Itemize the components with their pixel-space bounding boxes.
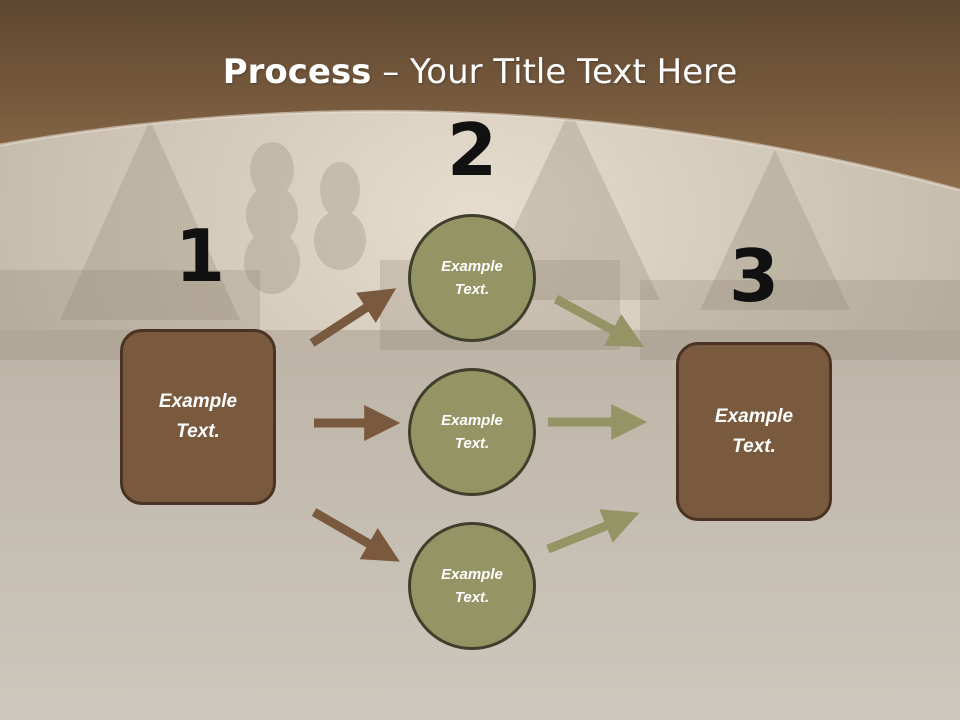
- circle-top-text: Example Text.: [441, 258, 503, 298]
- step-number-3: 3: [728, 234, 780, 318]
- slide-title: Process – Your Title Text Here: [0, 52, 960, 92]
- tree-silhouettes: [60, 110, 850, 320]
- title-rest: – Your Title Text Here: [371, 52, 738, 92]
- circle-top: Example Text.: [408, 214, 536, 342]
- circle-bottom: Example Text.: [408, 522, 536, 650]
- right-box-text: Example Text.: [714, 405, 794, 457]
- arrow-circle-top-to-box: [553, 295, 645, 348]
- title-bold: Process: [222, 52, 372, 92]
- arrow-box-to-circle-bottom: [311, 508, 400, 562]
- circle-middle: Example Text.: [408, 368, 536, 496]
- left-box-text: Example Text.: [158, 391, 238, 442]
- circle-bottom-text: Example Text.: [441, 566, 503, 606]
- arrow-circle-bottom-to-box: [546, 509, 640, 554]
- step-number-2: 2: [446, 108, 498, 192]
- arrow-box-to-circle-top: [309, 288, 397, 347]
- circle-middle-text: Example Text.: [441, 412, 503, 452]
- right-process-box: Example Text.: [676, 342, 832, 521]
- left-process-box: Example Text.: [120, 329, 276, 505]
- step-number-1: 1: [174, 214, 226, 298]
